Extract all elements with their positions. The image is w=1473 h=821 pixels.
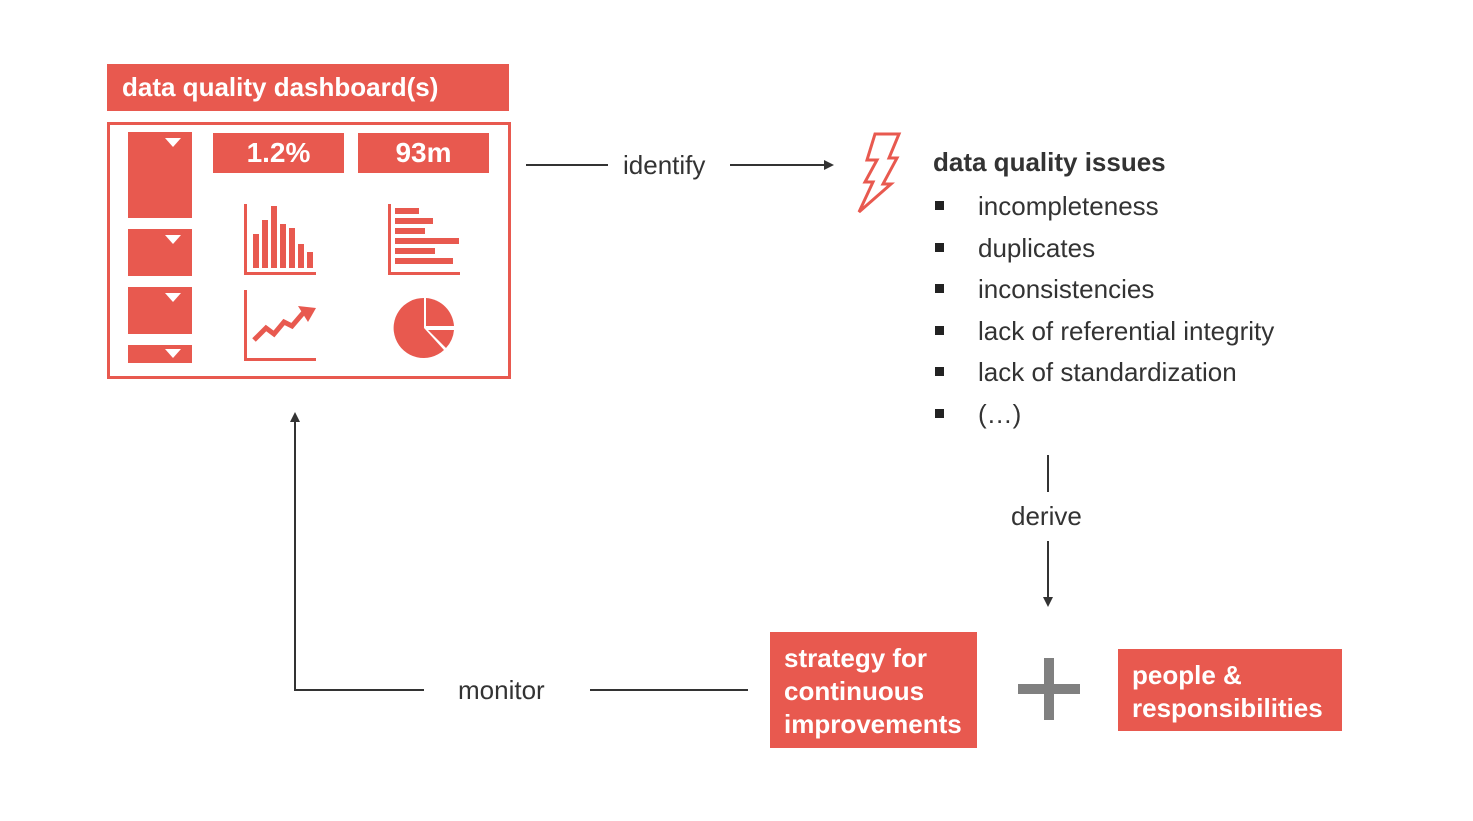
chevron-down-icon xyxy=(165,235,181,244)
issues-title: data quality issues xyxy=(933,147,1166,177)
list-item: lack of standardization xyxy=(933,356,1274,398)
bullet-icon xyxy=(935,408,944,418)
issue-label: duplicates xyxy=(978,232,1096,263)
dropdown-widget xyxy=(128,345,192,363)
lightning-icon xyxy=(857,132,902,214)
bar-chart-icon xyxy=(244,204,316,275)
strategy-line: continuous xyxy=(784,676,925,706)
line-chart-icon xyxy=(244,290,316,361)
people-line: responsibilities xyxy=(1132,693,1323,723)
kpi-tile-count: 93m xyxy=(358,133,489,173)
strategy-line: strategy for xyxy=(784,643,928,673)
bullet-icon xyxy=(935,201,944,210)
list-item: lack of referential integrity xyxy=(933,315,1274,357)
kpi-tile-percentage: 1.2% xyxy=(213,133,344,173)
list-item: inconsistencies xyxy=(933,273,1274,315)
dashboard-frame xyxy=(107,122,511,379)
issues-list: incompleteness duplicates inconsistencie… xyxy=(933,190,1274,440)
list-item: incompleteness xyxy=(933,190,1274,232)
issue-label: inconsistencies xyxy=(978,274,1155,305)
strategy-line: improvements xyxy=(784,709,962,739)
plus-icon xyxy=(1018,658,1080,720)
people-box: people & responsibilities xyxy=(1118,649,1342,731)
dropdown-widget xyxy=(128,287,192,334)
people-line: people & xyxy=(1132,660,1242,690)
list-item: (…) xyxy=(933,398,1274,440)
monitor-label: monitor xyxy=(458,675,545,706)
pie-chart-icon xyxy=(393,297,454,358)
chevron-down-icon xyxy=(165,349,181,358)
monitor-arrow-line-left xyxy=(290,412,424,691)
bullet-icon xyxy=(935,284,944,294)
chevron-down-icon xyxy=(165,138,181,147)
dropdown-widget xyxy=(128,132,192,218)
issue-label: lack of referential integrity xyxy=(978,315,1275,346)
dropdown-widget xyxy=(128,229,192,276)
horizontal-bar-chart-icon xyxy=(388,204,460,275)
strategy-box: strategy for continuous improvements xyxy=(770,632,977,748)
derive-label: derive xyxy=(1011,501,1082,532)
bullet-icon xyxy=(935,242,944,252)
bullet-icon xyxy=(935,325,944,335)
dashboard-title: data quality dashboard(s) xyxy=(107,64,509,111)
bullet-icon xyxy=(935,367,944,377)
identify-label: identify xyxy=(623,150,706,181)
chevron-down-icon xyxy=(165,293,181,302)
issue-label: (…) xyxy=(978,398,1022,429)
issue-label: lack of standardization xyxy=(978,357,1237,388)
list-item: duplicates xyxy=(933,232,1274,274)
issue-label: incompleteness xyxy=(978,191,1159,221)
